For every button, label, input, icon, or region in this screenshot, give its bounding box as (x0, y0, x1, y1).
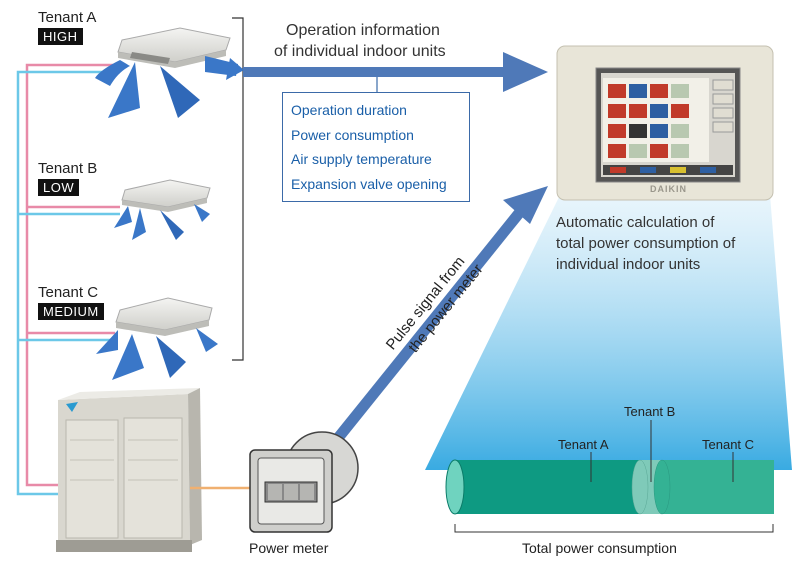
projection-beam (425, 195, 792, 470)
tenant-a-label: Tenant A (38, 9, 97, 26)
controller-brand-logo: DAIKIN (650, 184, 687, 194)
bar-label-tenant-a: Tenant A (558, 437, 609, 452)
tenant-a-level-badge: HIGH (38, 28, 83, 45)
pulse-signal-arrow (325, 186, 548, 452)
info-item-air-supply-temperature: Air supply temperature (291, 151, 432, 167)
info-item-operation-duration: Operation duration (291, 102, 407, 118)
tenant-c-level-badge: MEDIUM (38, 303, 104, 320)
operation-info-arrow (243, 52, 548, 92)
indoor-unit-b (114, 179, 211, 240)
bar-label-tenant-b: Tenant B (624, 404, 676, 419)
total-consumption-caption: Total power consumption (522, 540, 677, 556)
calc-text-line1: Automatic calculation of (556, 214, 715, 231)
bar-label-tenant-c: Tenant C (702, 437, 755, 452)
power-meter (249, 431, 359, 533)
outdoor-unit (56, 388, 202, 552)
calc-text-line2: total power consumption of (556, 235, 736, 252)
operation-info-box: Operation duration Power consumption Air… (282, 92, 470, 202)
indoor-unit-a (95, 27, 244, 118)
refrigerant-piping (16, 63, 120, 496)
central-controller (556, 45, 774, 201)
tenant-b-label: Tenant B (38, 160, 98, 177)
info-item-expansion-valve-opening: Expansion valve opening (291, 175, 447, 192)
operation-info-title-line2: of individual indoor units (274, 43, 446, 60)
tenant-c-label: Tenant C (38, 284, 99, 301)
info-item-power-consumption: Power consumption (291, 126, 414, 143)
operation-info-title-line1: Operation information (286, 22, 440, 39)
tenant-b-level-badge: LOW (38, 179, 80, 196)
power-meter-label: Power meter (249, 540, 329, 556)
indoor-units-bracket (232, 17, 244, 361)
calc-text-line3: individual indoor units (556, 256, 701, 273)
consumption-bar (445, 420, 774, 533)
indoor-unit-c (96, 297, 218, 380)
